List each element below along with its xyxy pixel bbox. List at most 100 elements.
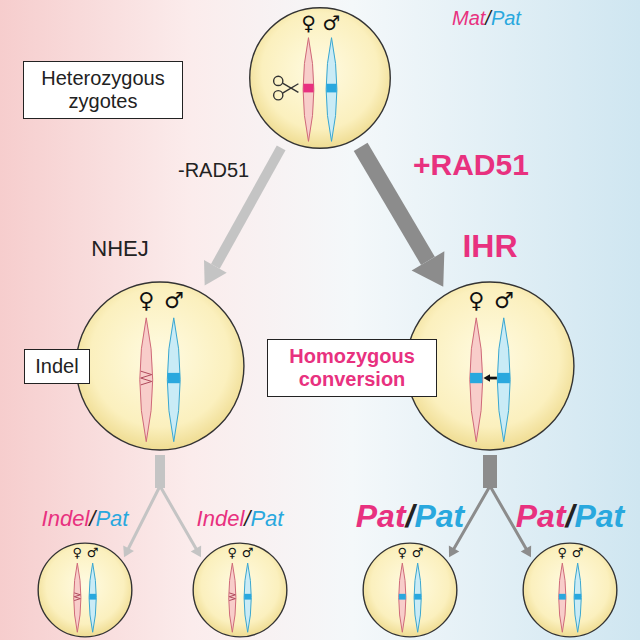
conversion-arrow <box>489 377 497 380</box>
cell-heading: Indel/Pat <box>42 508 129 530</box>
arrow-stem <box>155 455 165 488</box>
scissors-blade <box>283 84 299 93</box>
maternal-chromosome <box>559 563 566 632</box>
cell-outline <box>250 8 391 149</box>
cell-drawing <box>248 6 392 150</box>
cell-outline <box>38 543 132 637</box>
paternal-chromosome <box>167 318 180 442</box>
genotype-label: Mat/Pat <box>452 8 521 28</box>
sex-symbol: ♀ <box>398 546 408 559</box>
maternal-chromosome <box>470 318 483 442</box>
sex-symbol: ♂ <box>494 290 514 312</box>
cell-circle: Indel/Pat♀♂ <box>37 542 133 638</box>
sex-symbol: ♀ <box>73 546 83 559</box>
indel-mark <box>141 371 152 385</box>
text-part: Indel <box>42 506 90 531</box>
flow-arrow <box>123 455 160 557</box>
text-box: Indel <box>24 349 89 384</box>
paternal-allele <box>498 373 510 383</box>
arrow-branch <box>129 486 160 548</box>
paternal-allele <box>168 373 180 383</box>
text-part: Pat <box>414 498 464 534</box>
sex-symbol: ♂ <box>164 290 184 312</box>
arrow-stem <box>483 455 497 488</box>
edge-label: -RAD51 <box>178 160 249 180</box>
box-text: Indel <box>35 355 78 378</box>
text-part: Pat <box>516 498 566 534</box>
sex-symbol: ♀ <box>138 290 154 312</box>
indel-mark <box>74 593 80 601</box>
cell-drawing <box>522 542 618 638</box>
arrow-stem <box>483 455 497 488</box>
sex-symbol: ♀ <box>301 13 316 33</box>
sex-symbol: ♂ <box>323 13 341 33</box>
text-part: Pat <box>491 7 521 29</box>
text-part: / <box>89 506 95 531</box>
text-box: Homozygous conversion <box>267 339 437 397</box>
cell-circle: Pat/Pat♀♂ <box>362 542 458 638</box>
text-part: Pat <box>356 498 406 534</box>
cell-heading: Indel/Pat <box>197 508 284 530</box>
cell-drawing <box>74 280 246 452</box>
cell-drawing <box>362 542 458 638</box>
text-part: Pat <box>574 498 624 534</box>
cell-drawing <box>192 542 288 638</box>
text-box: Heterozygous zygotes <box>23 61 183 119</box>
sex-symbol: ♂ <box>87 546 99 559</box>
box-text: Homozygous conversion <box>278 345 426 391</box>
cell-heading: IHR <box>462 230 517 262</box>
sex-symbol: ♂ <box>572 546 584 559</box>
conversion-arrowhead <box>483 374 490 382</box>
text-part: / <box>566 498 575 534</box>
paternal-allele <box>326 84 336 93</box>
cell-circle: ♀♂ <box>248 6 392 150</box>
arrow-branch <box>160 486 196 549</box>
cell-drawing <box>37 542 133 638</box>
flow-arrow <box>160 455 201 557</box>
text-part: Pat <box>95 506 128 531</box>
maternal-allele <box>303 84 313 93</box>
sex-symbol: ♂ <box>242 546 254 559</box>
cell-outline <box>523 543 617 637</box>
paternal-allele <box>244 594 251 600</box>
paternal-allele <box>89 594 96 600</box>
cell-circle: Indel/Pat♀♂ <box>192 542 288 638</box>
paternal-chromosome <box>497 318 510 442</box>
cell-circle: NHEJ♀♂ <box>74 280 246 452</box>
sex-symbol: ♀ <box>558 546 568 559</box>
paternal-chromosome <box>414 563 421 632</box>
cell-outline <box>76 282 244 450</box>
sex-symbol: ♀ <box>228 546 238 559</box>
text-part: / <box>244 506 250 531</box>
maternal-chromosome <box>140 318 153 442</box>
scissors-loop <box>274 91 283 100</box>
cell-circle: Pat/Pat♀♂ <box>522 542 618 638</box>
cell-heading: Pat/Pat <box>356 500 464 532</box>
maternal-chromosome <box>74 563 81 632</box>
text-part: Pat <box>250 506 283 531</box>
text-part: / <box>406 498 415 534</box>
converted-allele <box>399 594 406 600</box>
scissors-icon <box>274 76 299 100</box>
maternal-chromosome <box>303 38 314 142</box>
paternal-chromosome <box>89 563 96 632</box>
paternal-allele <box>574 594 581 600</box>
cell-heading: NHEJ <box>91 238 148 260</box>
text-part: / <box>485 7 491 29</box>
converted-allele <box>559 594 566 600</box>
maternal-chromosome <box>229 563 236 632</box>
arrow-stem <box>155 455 165 488</box>
paternal-chromosome <box>326 38 337 142</box>
cell-heading: Pat/Pat <box>516 500 624 532</box>
scissors-blade <box>283 83 299 92</box>
sex-symbol: ♂ <box>412 546 424 559</box>
cell-outline <box>363 543 457 637</box>
paternal-chromosome <box>244 563 251 632</box>
sex-symbol: ♀ <box>468 290 484 312</box>
text-part: Indel <box>197 506 245 531</box>
cell-outline <box>193 543 287 637</box>
paternal-allele <box>414 594 421 600</box>
paternal-chromosome <box>574 563 581 632</box>
edge-label: +RAD51 <box>413 150 529 180</box>
